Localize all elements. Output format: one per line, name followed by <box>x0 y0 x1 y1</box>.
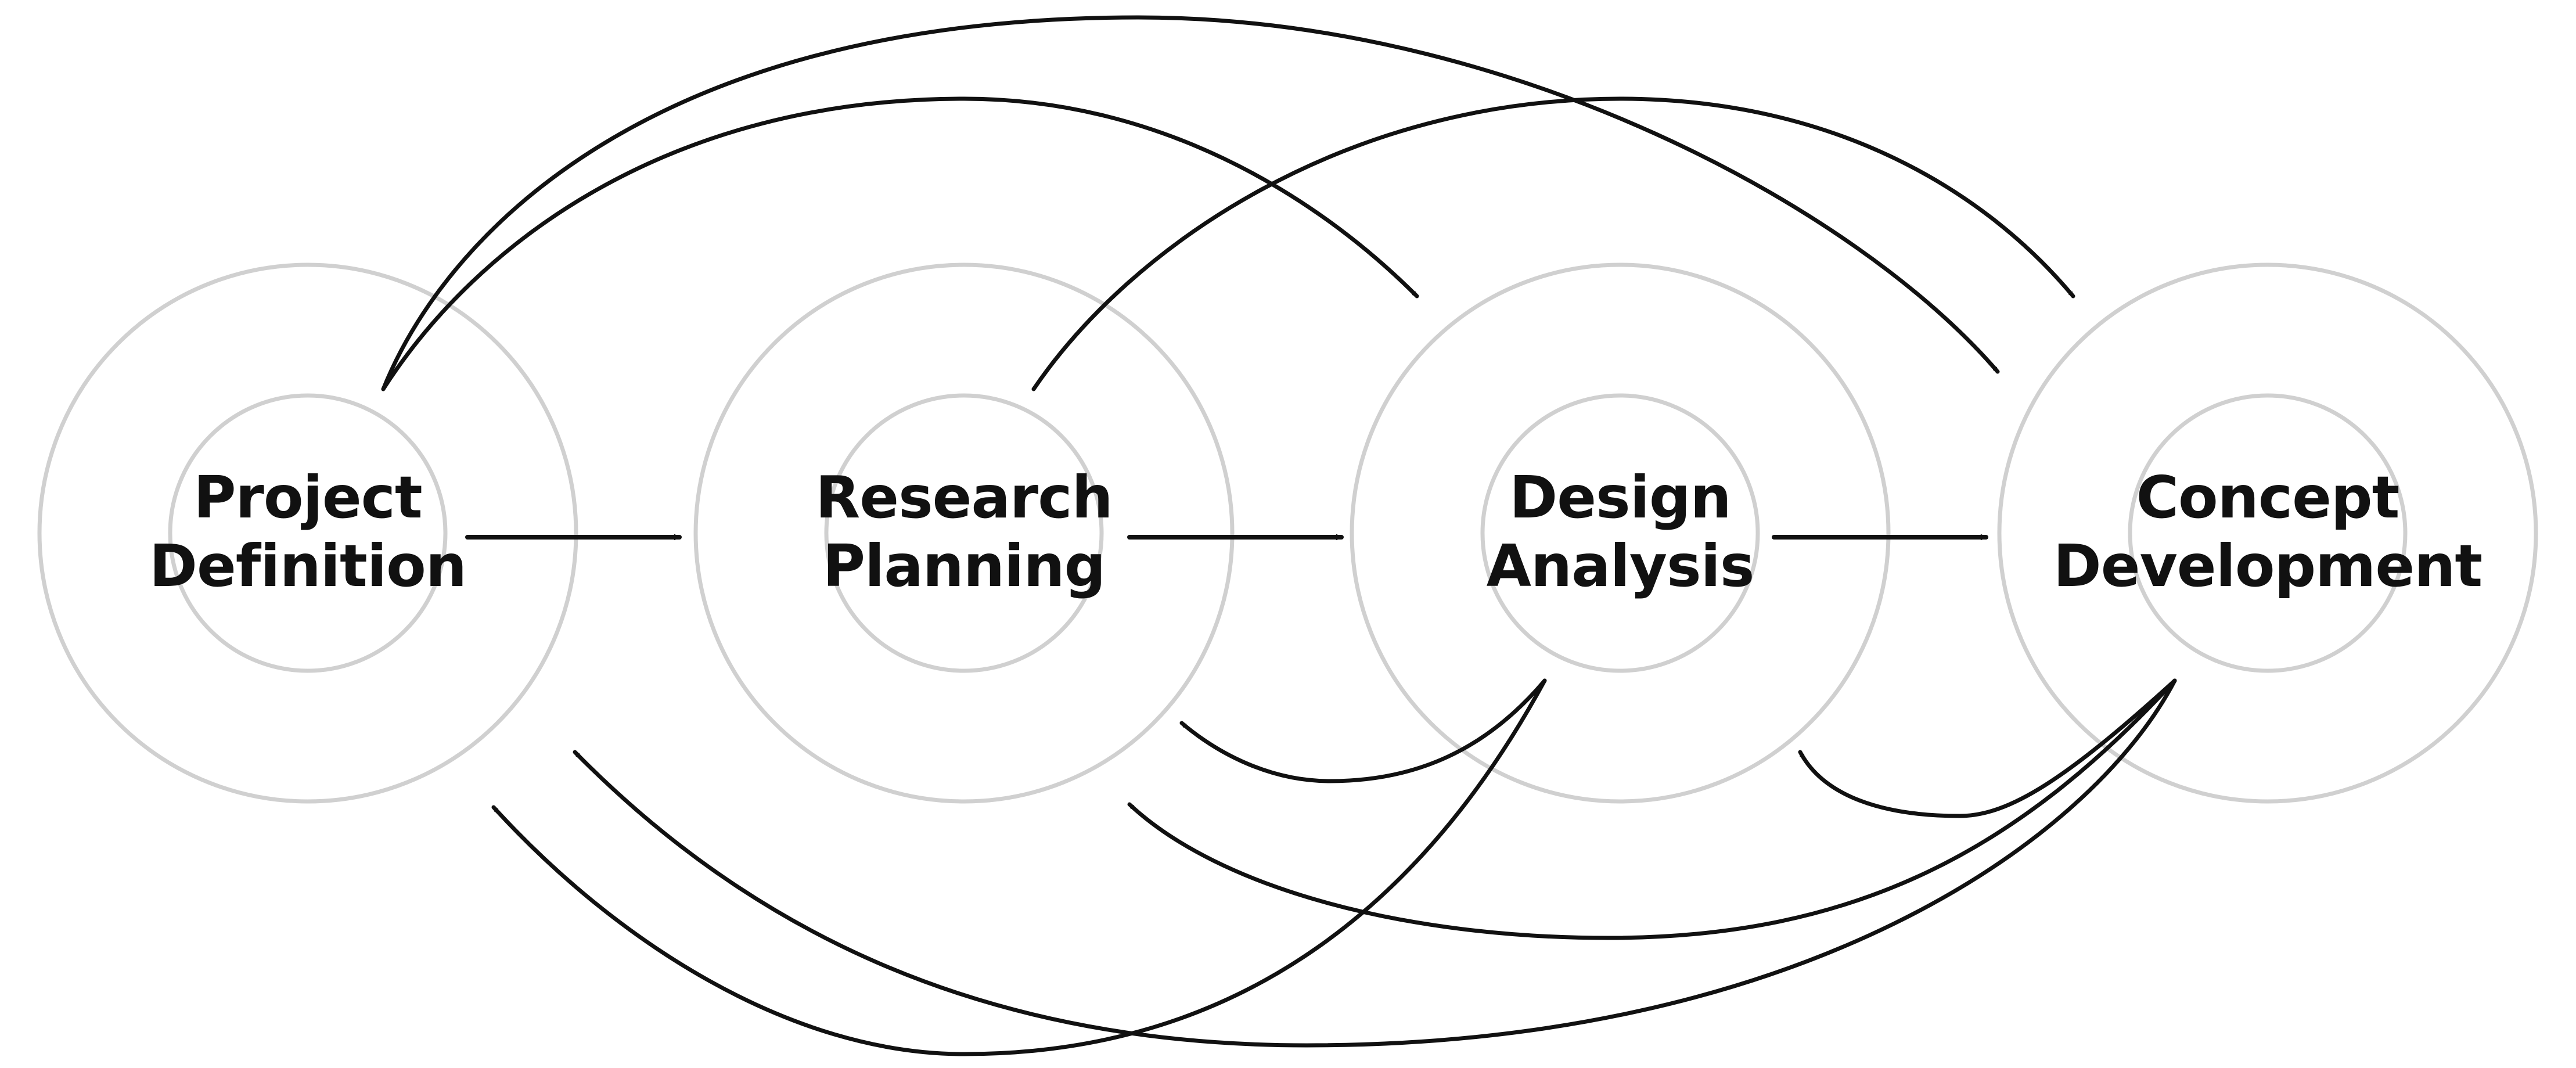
inner-ring <box>824 393 1104 673</box>
inner-ring <box>2128 393 2408 673</box>
arrow-project-to-concept-curve <box>381 15 2000 391</box>
stage-concept-development <box>1997 262 2538 804</box>
stage-label-research-planning: Research Planning <box>726 463 1202 600</box>
label-line-2: Definition <box>149 532 467 600</box>
feedback-arrows <box>491 678 2177 1056</box>
stage-design-analysis <box>1350 262 1891 804</box>
stage-label-project-definition: Project Definition <box>70 463 546 600</box>
arrow-project-to-design-curve <box>381 96 1419 391</box>
stage-label-design-analysis: Design Analysis <box>1382 463 1858 600</box>
arrow-design-to-research-feedback <box>1179 678 1547 783</box>
outer-ring <box>37 262 578 804</box>
label-line-2: Development <box>2053 532 2483 600</box>
inner-ring <box>1480 393 1760 673</box>
outer-ring <box>693 262 1235 804</box>
outer-ring <box>1997 262 2538 804</box>
outer-ring <box>1350 262 1891 804</box>
forward-skip-arrows <box>381 15 2075 391</box>
label-line-2: Analysis <box>1486 532 1755 600</box>
label-line-1: Project <box>193 463 423 531</box>
label-line-1: Research <box>815 463 1113 531</box>
arrow-concept-to-project-feedback <box>573 678 2177 1048</box>
arrow-concept-to-research-feedback <box>1127 678 2177 940</box>
label-line-2: Planning <box>822 532 1106 600</box>
stage-label-concept-development: Concept Development <box>2030 463 2506 600</box>
arrow-concept-to-design-feedback <box>1798 678 2177 818</box>
inner-ring <box>168 393 448 673</box>
label-line-1: Concept <box>2136 463 2400 531</box>
arrow-design-to-project-feedback <box>491 678 1547 1056</box>
arrow-research-to-concept-curve <box>1031 96 2075 391</box>
stage-project-definition <box>37 262 578 804</box>
label-line-1: Design <box>1509 463 1731 531</box>
stage-research-planning <box>693 262 1235 804</box>
